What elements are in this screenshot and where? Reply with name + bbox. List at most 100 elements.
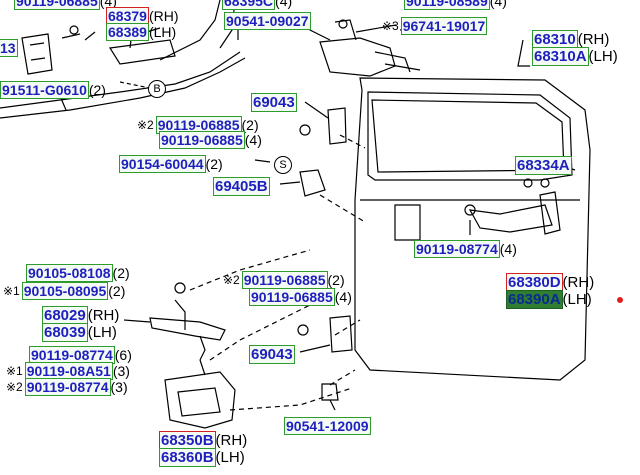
side-label: (LH) bbox=[87, 324, 117, 341]
part-number-link[interactable]: 90119-08A51 bbox=[24, 362, 113, 380]
part-number-link[interactable]: 68310 bbox=[532, 30, 578, 49]
part-number-link[interactable]: 69043 bbox=[251, 93, 297, 112]
callout-90541-12009: 90541-12009 bbox=[284, 417, 371, 435]
callout-90154-60044: 90154-60044(2) bbox=[119, 155, 223, 173]
callout-90119-08774-a: 90119-08774(6) bbox=[29, 346, 132, 364]
callout-90119-08774-right: 90119-08774(4) bbox=[414, 240, 517, 258]
part-number-link[interactable]: 90119-06885 bbox=[249, 288, 335, 306]
part-number-link[interactable]: 96741-19017 bbox=[400, 17, 488, 35]
quantity: (2) bbox=[112, 265, 130, 281]
callout-68334A: 68334A bbox=[515, 156, 572, 175]
quantity: (2) bbox=[88, 82, 106, 98]
quantity: (4) bbox=[334, 289, 352, 305]
quantity: (2) bbox=[205, 156, 223, 172]
quantity: (4) bbox=[99, 0, 117, 9]
side-label: (RH) bbox=[87, 307, 120, 324]
side-label: (LH) bbox=[215, 449, 245, 466]
part-number-link[interactable]: 69043 bbox=[249, 345, 295, 364]
callout-90105-08108: 90105-08108(2) bbox=[26, 264, 130, 282]
callout-90119-06885-b: 90119-06885(4) bbox=[159, 131, 262, 149]
part-number-link[interactable]: 90541-09027 bbox=[224, 12, 311, 30]
quantity: (4) bbox=[244, 132, 262, 148]
part-number-link[interactable]: 90154-60044 bbox=[119, 155, 206, 173]
part-number-link[interactable]: 68334A bbox=[515, 156, 572, 175]
quantity: (4) bbox=[275, 0, 293, 9]
quantity: (4) bbox=[499, 241, 517, 257]
side-label: (RH) bbox=[215, 432, 248, 449]
part-number-link[interactable]: 90119-06885 bbox=[159, 131, 245, 149]
note-mark: ※1 bbox=[3, 284, 20, 298]
callout-68310A: 68310A(LH) bbox=[532, 47, 618, 66]
callout-90119-06885-d: 90119-06885(4) bbox=[249, 288, 352, 306]
note-mark: ※2 bbox=[137, 118, 154, 132]
part-number-link[interactable]: 68395C bbox=[222, 0, 276, 10]
callout-68350B: 68350B(RH) bbox=[159, 431, 247, 450]
side-label: (LH) bbox=[148, 24, 177, 40]
part-number-link[interactable]: 90105-08095 bbox=[21, 282, 109, 300]
part-number-link[interactable]: 90119-06885 bbox=[14, 0, 100, 10]
part-number-link[interactable]: 68039 bbox=[42, 323, 88, 342]
back-door-window bbox=[367, 91, 573, 181]
side-label: (RH) bbox=[577, 31, 610, 48]
callout-68395C: 68395C(4) bbox=[222, 0, 292, 10]
callout-90119-08589: 90119-08589(4) bbox=[404, 0, 507, 10]
callout-69043-bottom: 69043 bbox=[249, 345, 295, 364]
note-mark: ※2 bbox=[6, 380, 23, 394]
note-mark: ※3 bbox=[382, 19, 399, 33]
part-number-link[interactable]: 90105-08108 bbox=[26, 264, 113, 282]
quantity: (3) bbox=[110, 379, 128, 395]
part-number-link[interactable]: 90119-06885 bbox=[241, 271, 328, 289]
part-number-link[interactable]: 68390A bbox=[506, 290, 563, 309]
back-door-outline bbox=[354, 77, 591, 381]
side-label: (LH) bbox=[588, 48, 618, 65]
reference-circle-b: B bbox=[148, 80, 166, 98]
reference-circle-s: S bbox=[274, 156, 292, 174]
part-number-link[interactable]: 91511-G0610 bbox=[0, 81, 89, 99]
side-label: (LH) bbox=[562, 291, 592, 308]
side-label: (RH) bbox=[562, 274, 595, 291]
callout-69405B: 69405B bbox=[213, 177, 270, 196]
part-number-link[interactable]: 68360B bbox=[159, 448, 216, 467]
part-number-link[interactable]: 68350B bbox=[159, 431, 216, 450]
callout-partial-13: 13 bbox=[0, 39, 18, 57]
part-number-link[interactable]: 90119-08774 bbox=[24, 378, 111, 396]
callout-68379: 68379(RH) bbox=[106, 7, 178, 25]
note-mark: ※1 bbox=[6, 364, 23, 378]
callout-68380D: 68380D(RH) bbox=[506, 273, 594, 292]
callout-68039: 68039(LH) bbox=[42, 323, 117, 342]
callout-68390A: 68390A(LH) bbox=[506, 290, 592, 309]
note-mark: ※2 bbox=[223, 273, 240, 287]
callout-90541-09027: 90541-09027 bbox=[224, 12, 311, 30]
selected-marker-dot bbox=[617, 297, 623, 303]
part-number-link[interactable]: 90119-08774 bbox=[414, 240, 500, 258]
quantity: (2) bbox=[327, 272, 345, 288]
quantity: (2) bbox=[108, 283, 126, 299]
callout-68389: 68389(LH) bbox=[106, 23, 176, 41]
callout-91511-G0610: 91511-G0610(2) bbox=[0, 81, 106, 99]
callout-68360B: 68360B(LH) bbox=[159, 448, 245, 467]
quantity: (6) bbox=[114, 347, 132, 363]
callout-68029: 68029(RH) bbox=[42, 306, 119, 325]
quantity: (4) bbox=[489, 0, 507, 9]
part-number-link[interactable]: 69405B bbox=[213, 177, 270, 196]
quantity: (2) bbox=[241, 117, 259, 133]
part-number-link[interactable]: 90541-12009 bbox=[284, 417, 371, 435]
part-number-link[interactable]: 68310A bbox=[532, 47, 589, 66]
part-number-link[interactable]: 13 bbox=[0, 39, 18, 57]
quantity: (3) bbox=[112, 363, 130, 379]
part-number-link[interactable]: 90119-08589 bbox=[404, 0, 490, 10]
side-label: (RH) bbox=[148, 8, 179, 24]
part-number-link[interactable]: 68029 bbox=[42, 306, 88, 325]
callout-partial-top-left: 90119-06885(4) bbox=[14, 0, 117, 10]
body-panel-edge bbox=[0, 51, 241, 109]
callout-68310: 68310(RH) bbox=[532, 30, 609, 49]
part-number-link[interactable]: 68389 bbox=[106, 23, 149, 41]
callout-69043-top: 69043 bbox=[251, 93, 297, 112]
